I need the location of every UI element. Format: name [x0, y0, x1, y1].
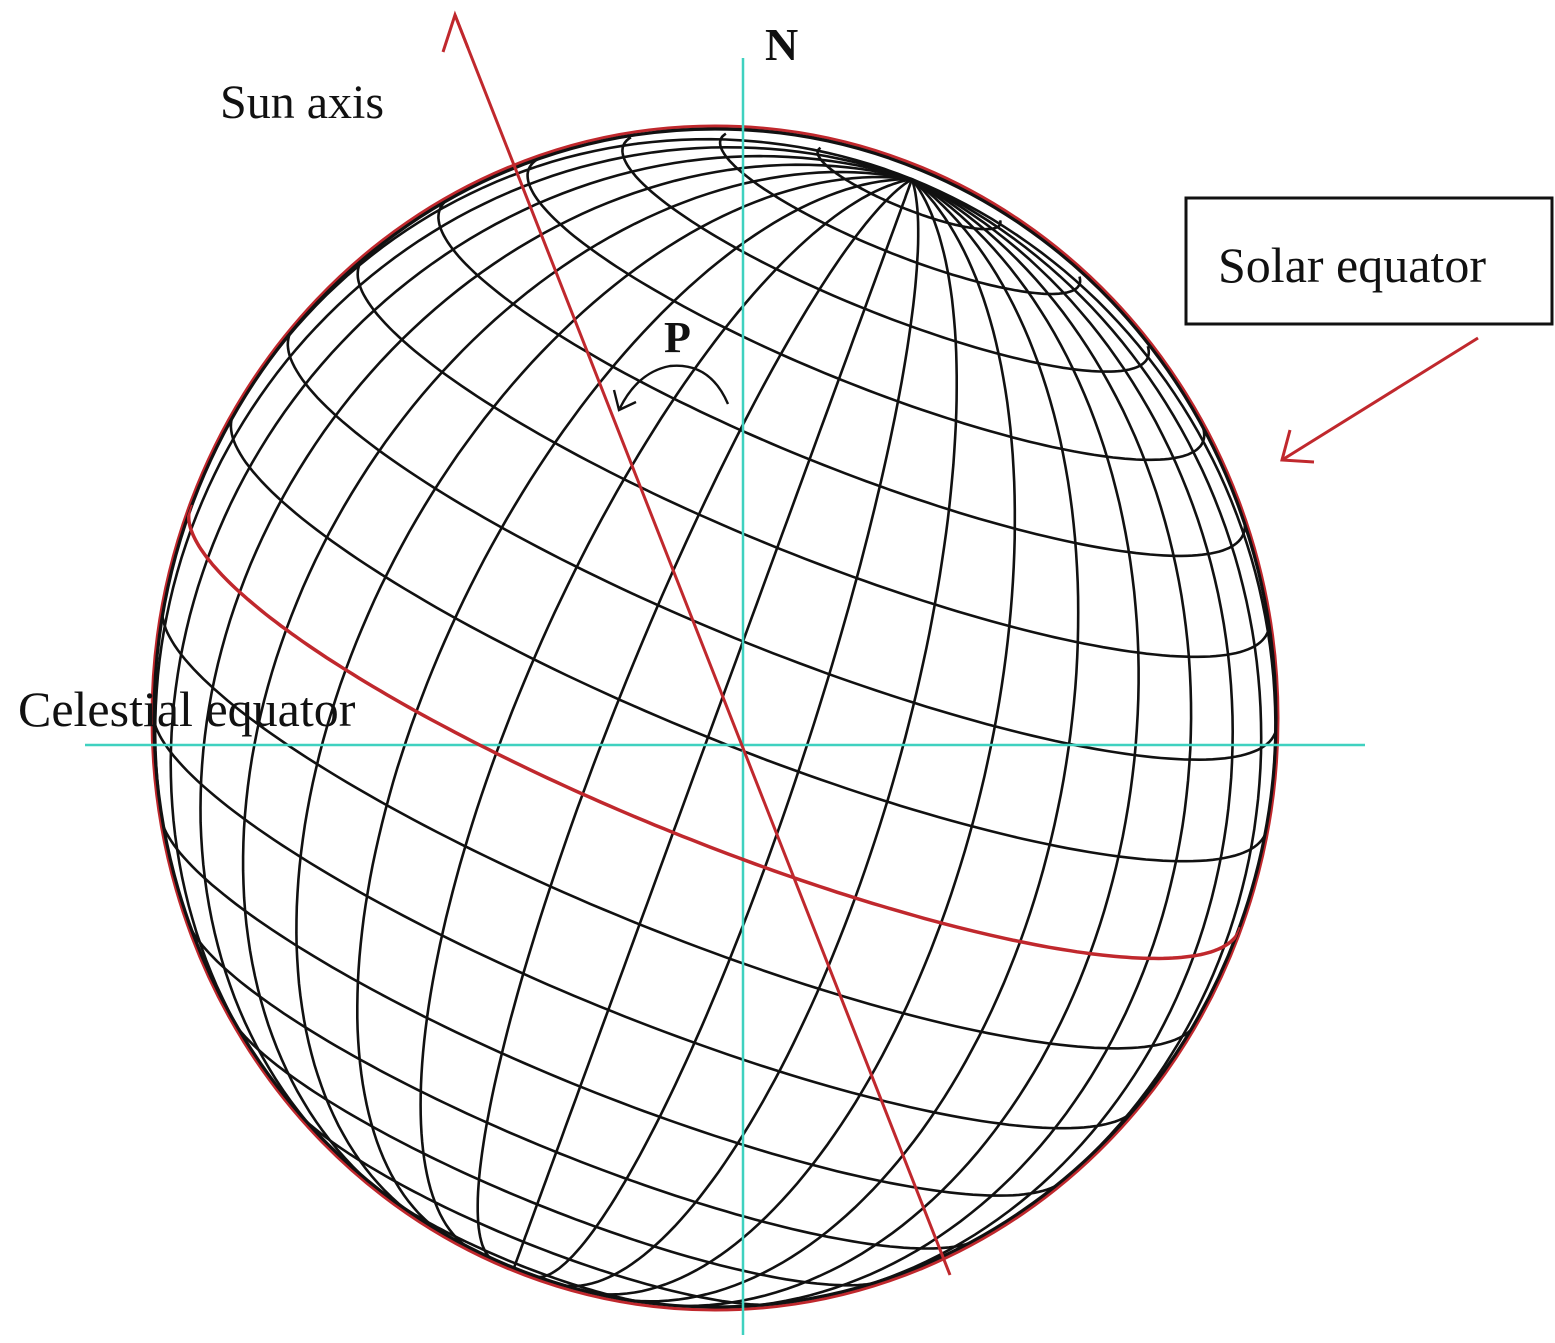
- meridian-line-12: [575, 178, 1017, 1296]
- position-angle-label: P: [664, 313, 691, 362]
- heliographic-grid: [153, 132, 1277, 1308]
- solar-equator-line: [186, 503, 1242, 961]
- solar-equator-pointer: [1281, 336, 1479, 462]
- meridian-line-8: [476, 178, 913, 1262]
- position-angle-arc: [618, 364, 730, 409]
- parallel-line-8: [286, 324, 1277, 762]
- solar-equator-pointer-head: [1280, 429, 1315, 464]
- meridian-line-15: [686, 178, 1193, 1308]
- solar-disk-edge: [152, 127, 1278, 1309]
- parallel-line-1: [289, 1103, 783, 1307]
- sun-axis-label: Sun axis: [220, 76, 384, 129]
- meridian-line-4: [241, 170, 913, 1205]
- sun-axis-arrowhead: [441, 10, 470, 53]
- meridian-line-2: [169, 154, 913, 1106]
- sun-axis-line: [453, 14, 952, 1276]
- solar-equator-label: Solar equator: [1218, 237, 1486, 293]
- position-angle-arrowhead: [612, 389, 637, 412]
- parallel-line-2: [229, 1016, 888, 1287]
- meridian-line-6: [356, 177, 912, 1242]
- north-label: N: [765, 19, 798, 70]
- parallel-line-10: [437, 195, 1247, 558]
- parallel-line-3: [185, 918, 980, 1250]
- meridian-line-1: [153, 145, 913, 953]
- parallel-line-12: [621, 136, 1151, 373]
- solar-limb: [150, 124, 1280, 1312]
- parallel-line-11: [526, 157, 1206, 462]
- parallel-line-4: [159, 816, 1064, 1197]
- meridian-line-10: [532, 178, 920, 1279]
- parallel-line-5: [153, 710, 1138, 1130]
- meridian-line-3: [199, 163, 913, 1177]
- parallel-line-14: [816, 146, 1002, 231]
- parallel-line-6: [161, 607, 1198, 1050]
- solar-equator-curve: [186, 503, 1242, 961]
- parallel-line-13: [718, 132, 1082, 296]
- meridian-line-14: [643, 178, 1140, 1308]
- solar-equator-callout-box: [1184, 196, 1554, 326]
- meridian-line-5: [295, 175, 913, 1227]
- meridian-line-16: [783, 178, 1235, 1305]
- parallel-line-7: [229, 410, 1269, 863]
- meridian-line-13: [603, 178, 1080, 1303]
- celestial-equator-label: Celestial equator: [18, 681, 356, 737]
- parallel-line-9: [356, 253, 1271, 659]
- meridian-line-11: [551, 178, 958, 1288]
